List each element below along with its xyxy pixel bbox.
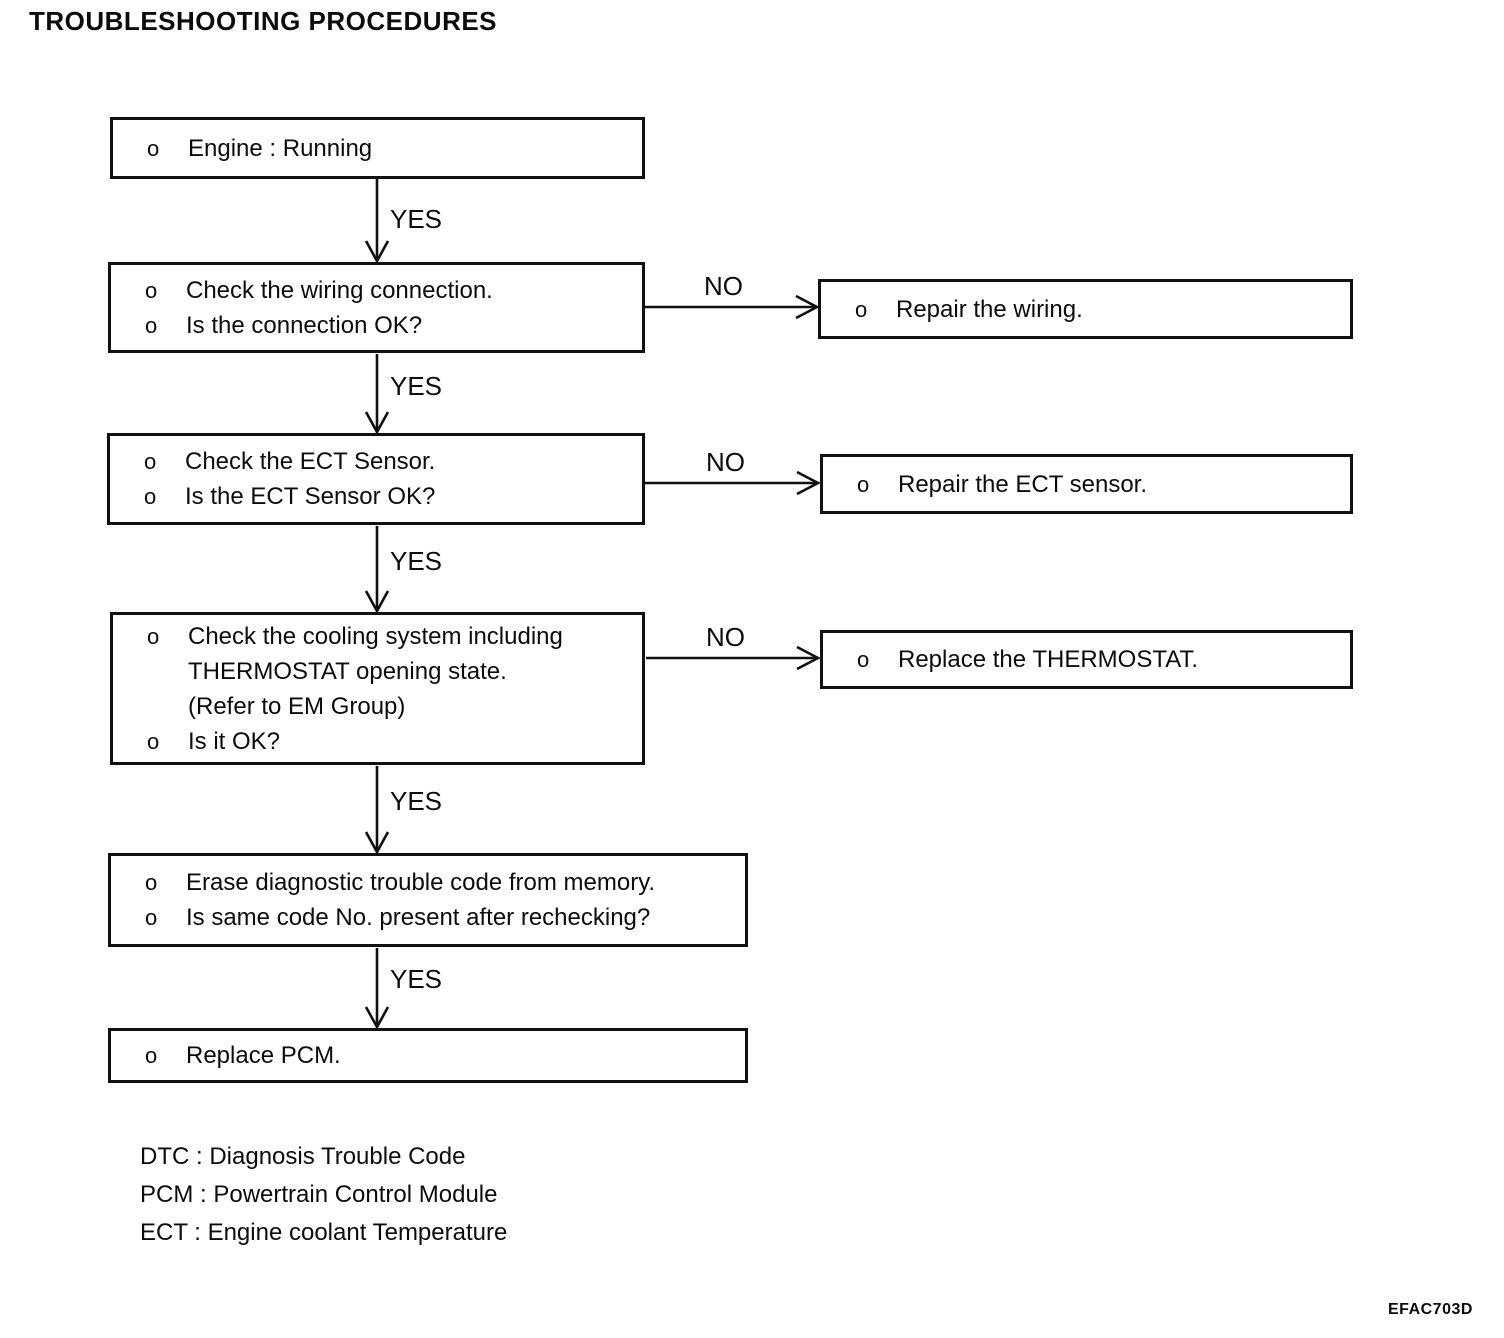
step-repair-ect-sensor: o Repair the ECT sensor.	[820, 454, 1353, 514]
no-label-1: NO	[704, 271, 743, 301]
bullet: o	[857, 471, 870, 497]
bullet: o	[855, 296, 868, 322]
step-item: o Is same code No. present after recheck…	[145, 900, 733, 935]
yes-label-1: YES	[390, 204, 443, 234]
bullet: o	[145, 1043, 158, 1068]
step-text: Check the ECT Sensor.	[185, 448, 436, 475]
yes-label-5: YES	[390, 964, 443, 994]
step-text: THERMOSTAT opening state.	[188, 657, 507, 685]
step-text: Replace PCM.	[186, 1042, 341, 1069]
bullet: o	[147, 135, 160, 161]
legend-entry-ect: ECT : Engine coolant Temperature	[140, 1219, 508, 1246]
step-item: o Repair the ECT sensor.	[857, 467, 1338, 502]
legend-entry-dtc: DTC : Diagnosis Trouble Code	[140, 1143, 466, 1170]
step-text: Is it OK?	[188, 727, 281, 755]
step-check-wiring-connection: o Check the wiring connection. o Is the …	[108, 262, 645, 353]
step-item: o Replace the THERMOSTAT.	[857, 642, 1338, 677]
step-text: Check the wiring connection.	[186, 276, 493, 304]
step-replace-thermostat: o Replace the THERMOSTAT.	[820, 630, 1353, 689]
yes-label-2: YES	[390, 371, 443, 401]
figure-code: EFAC703D	[1388, 1301, 1473, 1318]
step-text: Is the connection OK?	[186, 311, 423, 339]
step-text: Repair the wiring.	[896, 295, 1083, 323]
bullet: o	[144, 449, 157, 474]
yes-label-4: YES	[390, 786, 443, 816]
bullet: o	[145, 905, 158, 930]
step-text: Check the cooling system including	[188, 622, 563, 650]
bullet: o	[145, 312, 158, 338]
step-item: o Erase diagnostic trouble code from mem…	[145, 865, 733, 900]
step-item: o Check the wiring connection.	[145, 273, 630, 308]
step-item: o Check the cooling system including THE…	[147, 619, 630, 724]
bullet: o	[857, 647, 870, 672]
step-item: o Repair the wiring.	[855, 292, 1338, 327]
step-text: (Refer to EM Group)	[188, 692, 406, 720]
bullet: o	[147, 728, 160, 754]
yes-label-3: YES	[390, 546, 443, 576]
step-check-ect-sensor: o Check the ECT Sensor. o Is the ECT Sen…	[107, 433, 645, 525]
page-title: TROUBLESHOOTING PROCEDURES	[29, 6, 498, 36]
step-item: o Is the ECT Sensor OK?	[144, 479, 630, 514]
step-item: o Is the connection OK?	[145, 308, 630, 343]
step-item: o Check the ECT Sensor.	[144, 444, 630, 479]
legend-entry-pcm: PCM : Powertrain Control Module	[140, 1181, 498, 1208]
bullet: o	[145, 870, 158, 895]
step-item: o Is it OK?	[147, 724, 630, 759]
step-item: o Engine : Running	[147, 131, 630, 166]
step-text: Is same code No. present after recheckin…	[186, 904, 651, 931]
step-replace-pcm: o Replace PCM.	[108, 1028, 748, 1083]
step-text: Erase diagnostic trouble code from memor…	[186, 869, 656, 896]
step-repair-wiring: o Repair the wiring.	[818, 279, 1353, 339]
step-text: Replace the THERMOSTAT.	[898, 646, 1199, 673]
bullet: o	[144, 484, 157, 509]
step-engine-running: o Engine : Running	[110, 117, 645, 179]
step-item: o Replace PCM.	[145, 1038, 733, 1073]
step-text: Repair the ECT sensor.	[898, 470, 1148, 498]
step-check-cooling-system: o Check the cooling system including THE…	[110, 612, 645, 765]
abbreviation-legend: DTC : Diagnosis Trouble Code PCM : Power…	[140, 1138, 507, 1252]
bullet: o	[147, 623, 160, 649]
step-text: Engine : Running	[188, 134, 373, 162]
step-erase-dtc: o Erase diagnostic trouble code from mem…	[108, 853, 748, 947]
no-label-2: NO	[706, 447, 745, 477]
step-text: Is the ECT Sensor OK?	[185, 483, 436, 510]
bullet: o	[145, 277, 158, 303]
no-label-3: NO	[706, 622, 745, 652]
